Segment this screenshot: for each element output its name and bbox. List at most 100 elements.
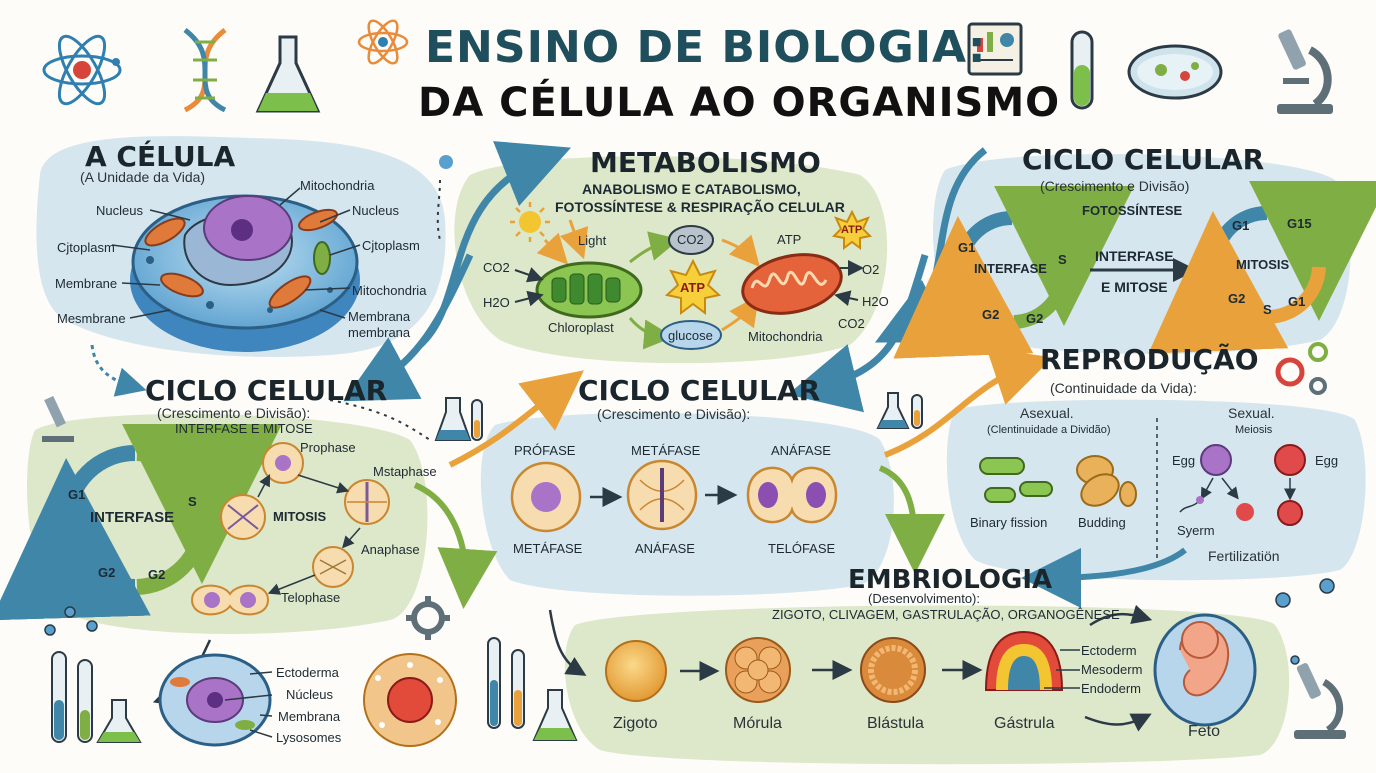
- cycle-left-g2b: G2: [148, 567, 166, 582]
- cell-label: Nucleus: [96, 203, 143, 218]
- cycle-top-m-s: S: [1263, 302, 1272, 317]
- cell-label: Mesmbrane: [57, 311, 126, 326]
- gear-icon: [406, 596, 450, 640]
- anaphase-label: Anaphase: [361, 542, 420, 557]
- embryo-stage-label: Feto: [1188, 723, 1221, 740]
- embryology-stages: [605, 613, 1257, 727]
- cycle-left-title: CICLO CELULAR: [145, 374, 388, 407]
- reproduction-subtitle: (Continuidade da Vida):: [1050, 380, 1197, 396]
- cycle-top-g2a: G2: [982, 307, 1000, 322]
- germ-layer-label: Endoderm: [1081, 681, 1141, 696]
- mitosis-cells-left: [190, 442, 390, 616]
- cycle-left-interfase: INTERFASE: [90, 509, 175, 526]
- cell-label: Mitochondria: [300, 178, 375, 193]
- lab-tubes-bottom-icon: [51, 637, 578, 743]
- atp-burst-center: [664, 258, 722, 315]
- metabolism-title: METABOLISMO: [590, 146, 821, 179]
- cell-label: Membrana: [348, 309, 411, 324]
- lysosome-cell-illustration: [363, 653, 457, 747]
- metabolism-subtitle-2: FOTOSSÍNTESE & RESPIRAÇÃO CELULAR: [555, 199, 845, 215]
- metaphase-label: Mstaphase: [373, 464, 437, 479]
- atom-icon: [42, 34, 122, 106]
- mitochondria-label: Mitochondria: [748, 329, 823, 344]
- tissue-cell-diagram: [158, 653, 273, 747]
- meiosis-label: Meiosis: [1235, 424, 1273, 436]
- embryo-stage-label: Blástula: [867, 715, 924, 732]
- page-title-line1: ENSINO DE BIOLOGIA:: [425, 22, 987, 73]
- atom-small-icon: [357, 19, 409, 65]
- cycle-center-title: CICLO CELULAR: [578, 374, 821, 407]
- lab-tubes-mid-icon: [434, 392, 923, 441]
- reproduction-diagram: [979, 418, 1306, 560]
- co2-left-label: CO2: [483, 260, 510, 275]
- gears-icon: [1275, 342, 1328, 395]
- budding-yeast-cells: [1076, 455, 1137, 507]
- embryology-title: EMBRIOLOGIA: [848, 565, 1053, 595]
- cell-label: Cjtoplasm: [57, 240, 115, 255]
- blastula-illustration: [860, 637, 926, 703]
- cycle-left-subtitle-1: (Crescimento e Divisão):: [157, 405, 311, 421]
- stage-top-label: METÁFASE: [631, 443, 701, 458]
- budding-label: Budding: [1078, 515, 1126, 530]
- cycle-top-m-g1b: G1: [1288, 294, 1306, 309]
- light-label: Light: [578, 233, 607, 248]
- microscope-bottom-icon: [1294, 663, 1346, 739]
- clipboard-chart-icon: [967, 22, 1023, 76]
- asexual-label: Asexual.: [1020, 405, 1074, 421]
- cycle-top-label: FOTOSSÍNTESE: [1082, 203, 1183, 218]
- cycle-top-arrow-label-2: E MITOSE: [1101, 279, 1168, 295]
- panel-reproduction: [946, 399, 1366, 581]
- tissue-label: Ectoderma: [276, 665, 339, 680]
- atp-right-label: ATP: [841, 224, 863, 236]
- cell-label: Nucleus: [352, 203, 399, 218]
- fetus-illustration: [1153, 613, 1257, 727]
- embryology-subtitle-1: (Desenvolvimento):: [868, 591, 980, 606]
- atp-center-label: ATP: [680, 280, 706, 295]
- chloroplast-label: Chloroplast: [548, 320, 614, 335]
- cycle-top-interfase-wheel: [893, 185, 1134, 359]
- h2o-left-label: H2O: [483, 295, 510, 310]
- embryo-stage-label: Gástrula: [994, 715, 1055, 732]
- microscope-icon: [1277, 29, 1333, 114]
- cycle-top-subtitle: (Crescimento e Divisão): [1040, 178, 1190, 194]
- stage-bottom-label: METÁFASE: [513, 541, 583, 556]
- morula-illustration: [725, 637, 791, 703]
- cell-title: A CÉLULA: [85, 140, 236, 173]
- germ-layer-label: Mesoderm: [1081, 662, 1143, 677]
- microscope-small-icon: [42, 395, 74, 442]
- embryo-stage-label: Zigoto: [613, 715, 658, 732]
- cycle-left-subtitle-2: INTERFASE E MITOSE: [175, 421, 313, 436]
- embryology-subtitle-2: ZIGOTO, CLIVAGEM, GASTRULAÇÃO, ORGANOGÊN…: [772, 607, 1120, 622]
- animal-cell-diagram: [111, 187, 361, 352]
- cycle-left-g2a: G2: [98, 565, 116, 580]
- stage-top-label: ANÁFASE: [771, 443, 831, 458]
- cycle-top-m-g15: G15: [1287, 216, 1312, 231]
- petri-dish-icon: [1127, 44, 1223, 100]
- prophase-label: Prophase: [300, 440, 356, 455]
- asexual-sublabel: (Clentinuidade a Dividão): [987, 424, 1111, 436]
- cell-subtitle: (A Unidade da Vida): [80, 169, 206, 185]
- cycle-left-interfase-wheel: [0, 423, 282, 621]
- atp-burst-right: [831, 209, 873, 250]
- sun-icon: [510, 202, 550, 242]
- tissue-label: Núcleus: [286, 687, 333, 702]
- cycle-top-mitosis: MITOSIS: [1236, 257, 1290, 272]
- cell-label: membrana: [348, 325, 411, 340]
- stage-bottom-label: TELÓFASE: [768, 541, 836, 556]
- binary-fission-label: Binary fission: [970, 515, 1048, 530]
- cell-label: Membrane: [55, 276, 118, 291]
- germ-layer-label: Ectoderm: [1081, 643, 1137, 658]
- cycle-top-m-g1: G1: [1232, 218, 1250, 233]
- glucose-label: glucose: [668, 328, 713, 343]
- telophase-label: Telophase: [281, 590, 341, 605]
- binary-fission-cells: [979, 457, 1053, 503]
- cycle-top-m-g2: G2: [1228, 291, 1246, 306]
- cycle-left-mitosis: MITOSIS: [273, 509, 327, 524]
- sperm-label: Syerm: [1177, 523, 1215, 538]
- fertilization-label: Fertilizatiön: [1208, 548, 1280, 564]
- tissue-label: Membrana: [278, 709, 341, 724]
- molecule-icons: [44, 578, 1335, 665]
- flask-icon: [255, 35, 321, 113]
- reproduction-title: REPRODUÇÃO: [1040, 343, 1259, 376]
